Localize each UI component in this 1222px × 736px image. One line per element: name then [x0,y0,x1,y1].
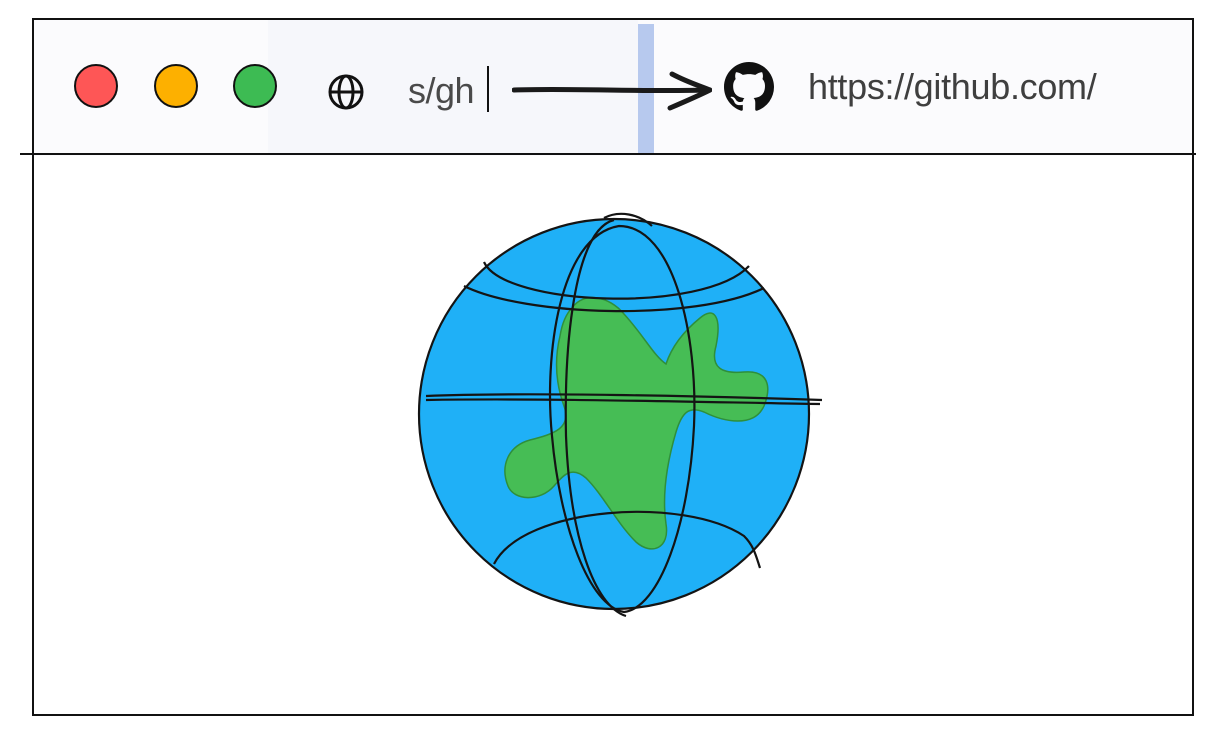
page-content [34,156,1192,714]
address-bar-input[interactable]: s/gh [408,70,475,111]
globe-icon [328,74,364,110]
continent-shape [504,296,769,550]
earth-globe-icon [417,212,823,618]
suggestion-url[interactable]: https://github.com/ [808,66,1097,107]
close-window-button[interactable] [74,64,118,108]
globe-outline [417,212,823,618]
github-icon[interactable] [724,62,774,112]
toolbar-divider [20,153,1196,155]
arrow-right-icon [512,71,712,111]
browser-window: s/gh https://github.com/ [32,18,1194,716]
browser-toolbar: s/gh https://github.com/ [34,20,1192,156]
text-cursor [487,66,489,112]
maximize-window-button[interactable] [233,64,277,108]
minimize-window-button[interactable] [154,64,198,108]
